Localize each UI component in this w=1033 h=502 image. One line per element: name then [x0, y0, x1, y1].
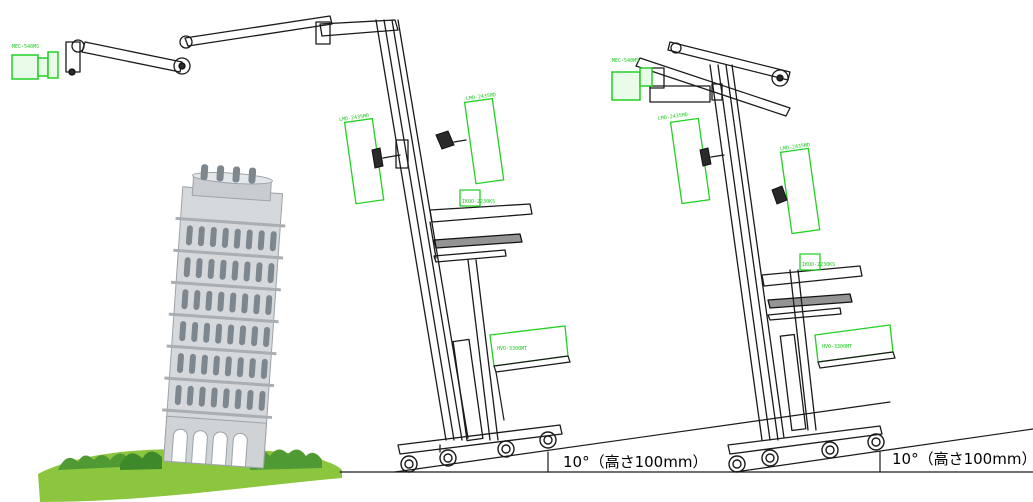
- recorder-tag: HVO-3300MT: [497, 346, 527, 352]
- monitor-upper-tag: LMD-2435MD: [780, 142, 811, 152]
- camera-unit-right: MEC-540MS: [611, 58, 653, 101]
- keyboard-box-tag: IKOO-2230KS: [802, 262, 835, 268]
- camera-unit-left: MEC-540MS: [11, 44, 59, 80]
- bushes-left: [120, 451, 162, 470]
- monitor-lower-tag: LMD-2435MD: [658, 112, 689, 122]
- slope-lines: [339, 401, 1033, 473]
- recorder-tag: HVO-3300MT: [822, 344, 852, 350]
- camera-tag: MEC-540MS: [12, 44, 39, 50]
- leaning-tower-illustration: [38, 164, 342, 502]
- slope-incline-left: [394, 401, 891, 473]
- recorder-right: HVO-3300MT: [814, 324, 896, 369]
- caster-wheels-right: [728, 433, 885, 473]
- monitor-upper-right: LMD-2435MD: [780, 142, 821, 235]
- caster-wheels-left: [400, 431, 557, 473]
- medical-cart-left: MEC-540MS LMD-2435MD LMD-2435MD IKOO-223…: [11, 15, 571, 473]
- monitor-upper-tag: LMD-2435MD: [466, 92, 497, 102]
- monitor-upper-left: LMD-2435MD: [463, 92, 505, 185]
- monitor-lower-tag: LMD-2435MD: [339, 113, 370, 123]
- recorder-left: HVO-3300MT: [489, 325, 571, 421]
- slope-angle-label-left: 10°（高さ100mm）: [563, 453, 708, 471]
- slope-incline-right: [734, 428, 1033, 473]
- slope-angle-label-right: 10°（高さ100mm）: [892, 450, 1033, 468]
- medical-cart-right: MEC-540MS LMD-2435MD LMD-2435MD IKOO-223…: [611, 41, 896, 473]
- camera-tag: MEC-540MS: [612, 58, 639, 64]
- keyboard-box-tag: IKOO-2230KS: [462, 199, 495, 205]
